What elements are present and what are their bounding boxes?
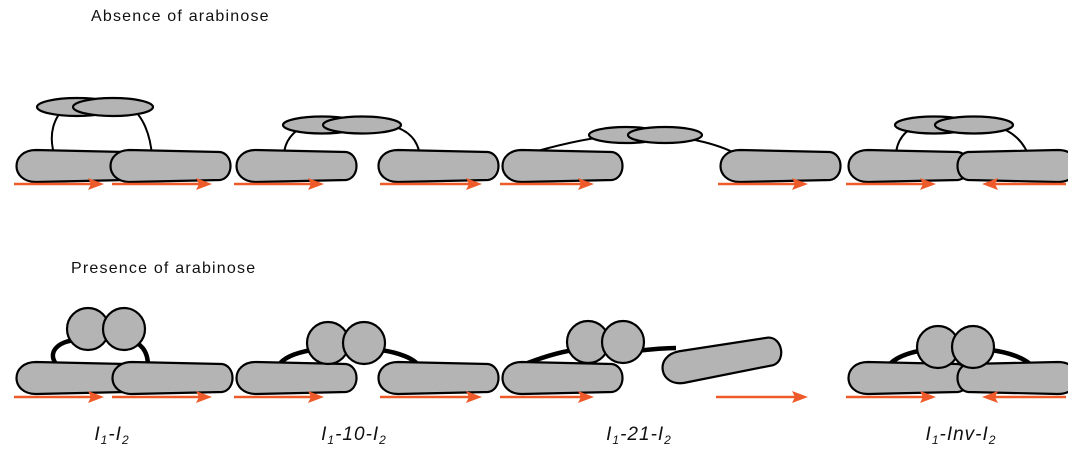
construct-label-3: I1-21-I2 bbox=[606, 424, 672, 447]
arabinose-bound-domain bbox=[950, 324, 996, 370]
dna-binding-domain bbox=[235, 360, 358, 396]
dna-binding-domain bbox=[658, 332, 785, 388]
absence-construct-1 bbox=[14, 96, 232, 190]
arabinose-bound-domain bbox=[600, 319, 646, 365]
presence-construct-1 bbox=[14, 306, 234, 403]
absence-construct-4 bbox=[846, 115, 1068, 190]
dimerization-domain bbox=[71, 96, 155, 118]
row-title-absence: Absence of arabinose bbox=[91, 8, 270, 25]
dimerization-domain bbox=[933, 115, 1015, 135]
half-site-arrow bbox=[112, 178, 212, 190]
half-site-arrow bbox=[380, 178, 482, 190]
dna-binding-domain bbox=[109, 148, 232, 184]
dna-binding-domain bbox=[111, 360, 234, 396]
dna-binding-domain bbox=[501, 360, 624, 396]
dimerization-domain bbox=[321, 115, 403, 135]
half-site-arrow bbox=[500, 391, 594, 403]
half-site-arrow-inverted bbox=[982, 391, 1066, 403]
half-site-arrow bbox=[846, 178, 936, 190]
construct-label-2: I1-10-I2 bbox=[321, 424, 387, 447]
arabinose-bound-domain bbox=[101, 306, 147, 352]
half-site-arrow bbox=[716, 391, 808, 403]
dna-binding-domain bbox=[501, 148, 624, 184]
half-site-arrow bbox=[718, 178, 808, 190]
dimerization-domain bbox=[626, 125, 704, 145]
dna-binding-domain bbox=[377, 148, 500, 184]
half-site-arrow bbox=[112, 391, 212, 403]
dna-binding-domain bbox=[719, 148, 842, 184]
half-site-arrow bbox=[14, 178, 104, 190]
absence-construct-2 bbox=[234, 115, 500, 190]
construct-label-1: I1-I2 bbox=[94, 424, 130, 447]
presence-construct-2 bbox=[234, 320, 500, 403]
construct-label-4: I1-Inv-I2 bbox=[925, 424, 997, 447]
half-site-arrow bbox=[234, 178, 324, 190]
dna-binding-domain bbox=[235, 148, 358, 184]
half-site-arrow-inverted bbox=[982, 178, 1066, 190]
half-site-arrow bbox=[14, 391, 104, 403]
half-site-arrow bbox=[380, 391, 482, 403]
dna-binding-domain bbox=[847, 148, 970, 184]
dna-binding-domain bbox=[956, 148, 1068, 184]
dna-binding-domain bbox=[377, 360, 500, 396]
presence-construct-4 bbox=[846, 324, 1068, 403]
dna-binding-domain bbox=[847, 360, 970, 396]
half-site-arrow bbox=[234, 391, 324, 403]
row-title-presence: Presence of arabinose bbox=[71, 260, 257, 277]
half-site-arrow bbox=[500, 178, 594, 190]
arabinose-bound-domain bbox=[341, 320, 387, 366]
absence-construct-3 bbox=[500, 125, 842, 190]
half-site-arrow bbox=[846, 391, 936, 403]
presence-construct-3 bbox=[500, 319, 808, 403]
